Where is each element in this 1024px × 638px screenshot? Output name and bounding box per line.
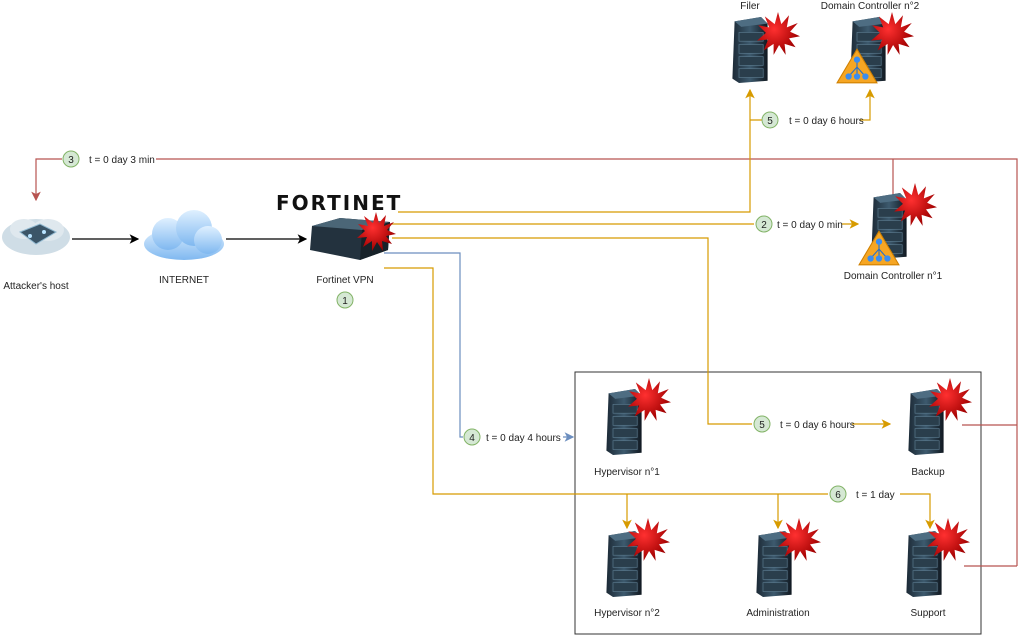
fortinet-node[interactable]: FORTINET Fortinet VPN 1 [276,191,402,309]
svg-text:2: 2 [761,220,767,231]
admin-label: Administration [746,608,809,619]
cloud-icon [144,210,224,260]
edge-step3-exfil [31,158,1018,566]
step-label-3: 3 t = 0 day 3 min [62,150,156,168]
edge-fortinet-support [384,267,935,530]
svg-text:1: 1 [342,296,348,307]
edge-fortinet-filer [398,88,755,213]
svg-text:6: 6 [835,490,841,501]
svg-text:t = 0 day 4 hours: t = 0 day 4 hours [486,433,561,444]
fortinet-logo: FORTINET [276,191,402,215]
svg-text:5: 5 [759,420,765,431]
hyp2-node[interactable]: Hypervisor n°2 [594,518,670,619]
filer-label: Filer [740,1,760,12]
svg-text:4: 4 [469,433,475,444]
internet-label: INTERNET [159,275,209,286]
filer-node[interactable]: Filer [732,1,800,84]
step-label-2: 2 t = 0 day 0 min [754,215,843,233]
step-label-5-backup: 5 t = 0 day 6 hours [752,415,855,433]
hyp2-label: Hypervisor n°2 [594,608,660,619]
svg-text:5: 5 [767,116,773,127]
svg-text:t = 0 day 6 hours: t = 0 day 6 hours [780,420,855,431]
server-icon [606,388,642,456]
svg-text:t = 0 day 3 min: t = 0 day 3 min [89,155,155,166]
backup-node[interactable]: Backup [908,378,972,478]
svg-text:t = 0 day 0 min: t = 0 day 0 min [777,220,843,231]
dc2-node[interactable]: Domain Controller n°2 [821,1,920,84]
svg-text:t = 1 day: t = 1 day [856,490,895,501]
admin-node[interactable]: Administration [746,518,821,619]
attacker-node[interactable]: Attacker's host [2,219,70,292]
cloud-host-icon [2,219,70,255]
support-node[interactable]: Support [906,518,970,619]
attacker-label: Attacker's host [3,281,68,292]
internet-node[interactable]: INTERNET [144,210,224,286]
step-badge-1: 1 [336,291,354,309]
svg-text:t = 0 day 6 hours: t = 0 day 6 hours [789,116,864,127]
step-label-6: 6 t = 1 day [828,485,900,503]
dc2-label: Domain Controller n°2 [821,1,920,12]
hyp1-label: Hypervisor n°1 [594,467,660,478]
svg-text:3: 3 [68,155,74,166]
edge-fortinet-hyp1 [384,252,575,442]
support-label: Support [910,608,945,619]
dc1-node[interactable]: Domain Controller n°1 [844,183,943,282]
step-label-5-top: 5 t = 0 day 6 hours [761,111,864,129]
internal-zone-box [574,371,982,635]
fortinet-label: Fortinet VPN [316,275,373,286]
step-label-4: 4 t = 0 day 4 hours [463,428,563,446]
backup-label: Backup [911,467,945,478]
dc1-label: Domain Controller n°1 [844,271,943,282]
hyp1-node[interactable]: Hypervisor n°1 [594,378,671,478]
